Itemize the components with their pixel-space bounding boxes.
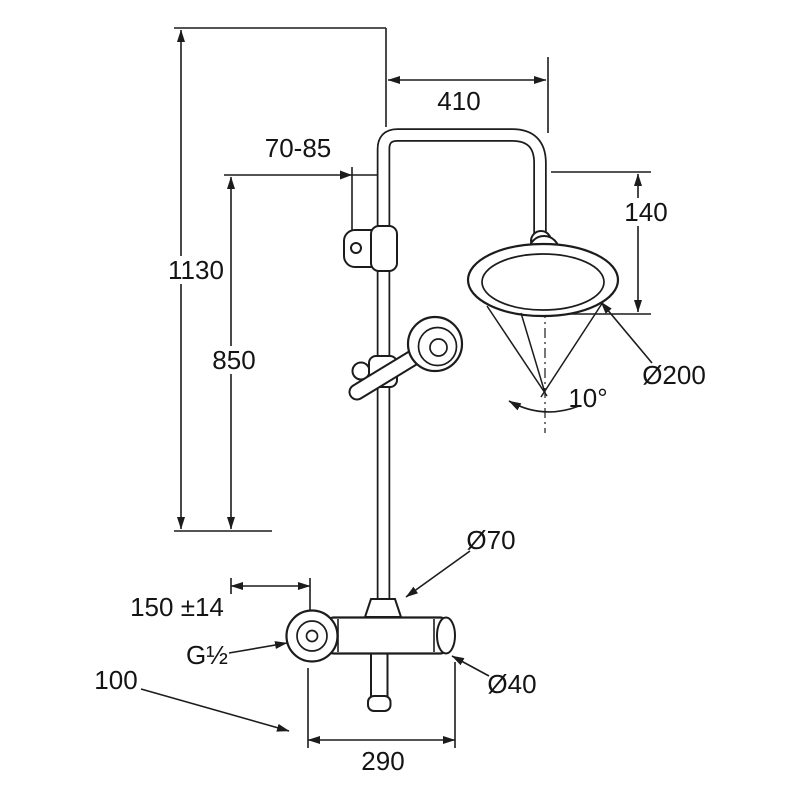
leader-100 xyxy=(140,688,290,732)
union-handle-outer xyxy=(285,609,339,663)
label-projection: 100 xyxy=(94,665,137,695)
dim-arrow-70-85 xyxy=(340,170,352,180)
spray-line xyxy=(520,312,546,394)
spray-line xyxy=(486,305,548,397)
hose-outlet-cap xyxy=(367,695,392,712)
label-bracket-range: 70-85 xyxy=(265,133,332,163)
hand-shower-head xyxy=(406,315,464,373)
leader-dia-70 xyxy=(405,550,471,598)
overhead-shower xyxy=(466,230,620,398)
label-spray-angle: 10° xyxy=(568,383,607,413)
label-body-diameter: Ø40 xyxy=(487,669,536,699)
label-connection-offset: 150 ±14 xyxy=(130,592,224,622)
riser-pipe xyxy=(376,128,547,618)
union-handle-hub xyxy=(305,629,319,643)
leader-thread xyxy=(228,641,288,654)
pipe-outline xyxy=(376,128,547,618)
label-escutcheon-dia: Ø70 xyxy=(466,525,515,555)
dimension-lines xyxy=(140,27,653,748)
pipe-fill xyxy=(378,130,545,618)
bracket-clamp xyxy=(370,225,398,272)
label-head-diameter: Ø200 xyxy=(642,360,706,390)
union-handle-mid xyxy=(296,620,328,652)
shower-head-outer xyxy=(466,242,620,318)
label-mixer-width: 290 xyxy=(361,746,404,776)
mixer-body xyxy=(325,616,449,655)
label-thread: G½ xyxy=(186,640,228,670)
mixer-right-cap xyxy=(436,616,456,655)
mixer-valve xyxy=(285,598,456,712)
angle-arc-10deg xyxy=(508,400,580,413)
label-bg xyxy=(162,256,230,284)
label-arm-length: 410 xyxy=(437,86,480,116)
label-total-height: 1130 xyxy=(168,255,224,285)
hand-shower-handle-fill xyxy=(350,346,428,399)
hand-shower-face xyxy=(417,326,458,367)
bracket-screw xyxy=(350,242,362,254)
hand-shower xyxy=(348,315,464,401)
shower-head-inner xyxy=(481,253,605,311)
spray-line xyxy=(540,301,604,398)
escutcheon xyxy=(363,598,403,618)
hand-shower-hub xyxy=(429,338,448,357)
leader-dia-200 xyxy=(600,301,653,364)
label-bg xyxy=(619,198,673,226)
dimension-labels: 410 140 70-85 1130 850 Ø200 10° Ø70 150 … xyxy=(94,86,706,776)
leader-dia-40 xyxy=(451,655,490,677)
label-bg xyxy=(207,346,262,374)
label-head-height: 140 xyxy=(624,197,667,227)
label-riser-height: 850 xyxy=(212,345,255,375)
wall-bracket xyxy=(343,225,398,272)
